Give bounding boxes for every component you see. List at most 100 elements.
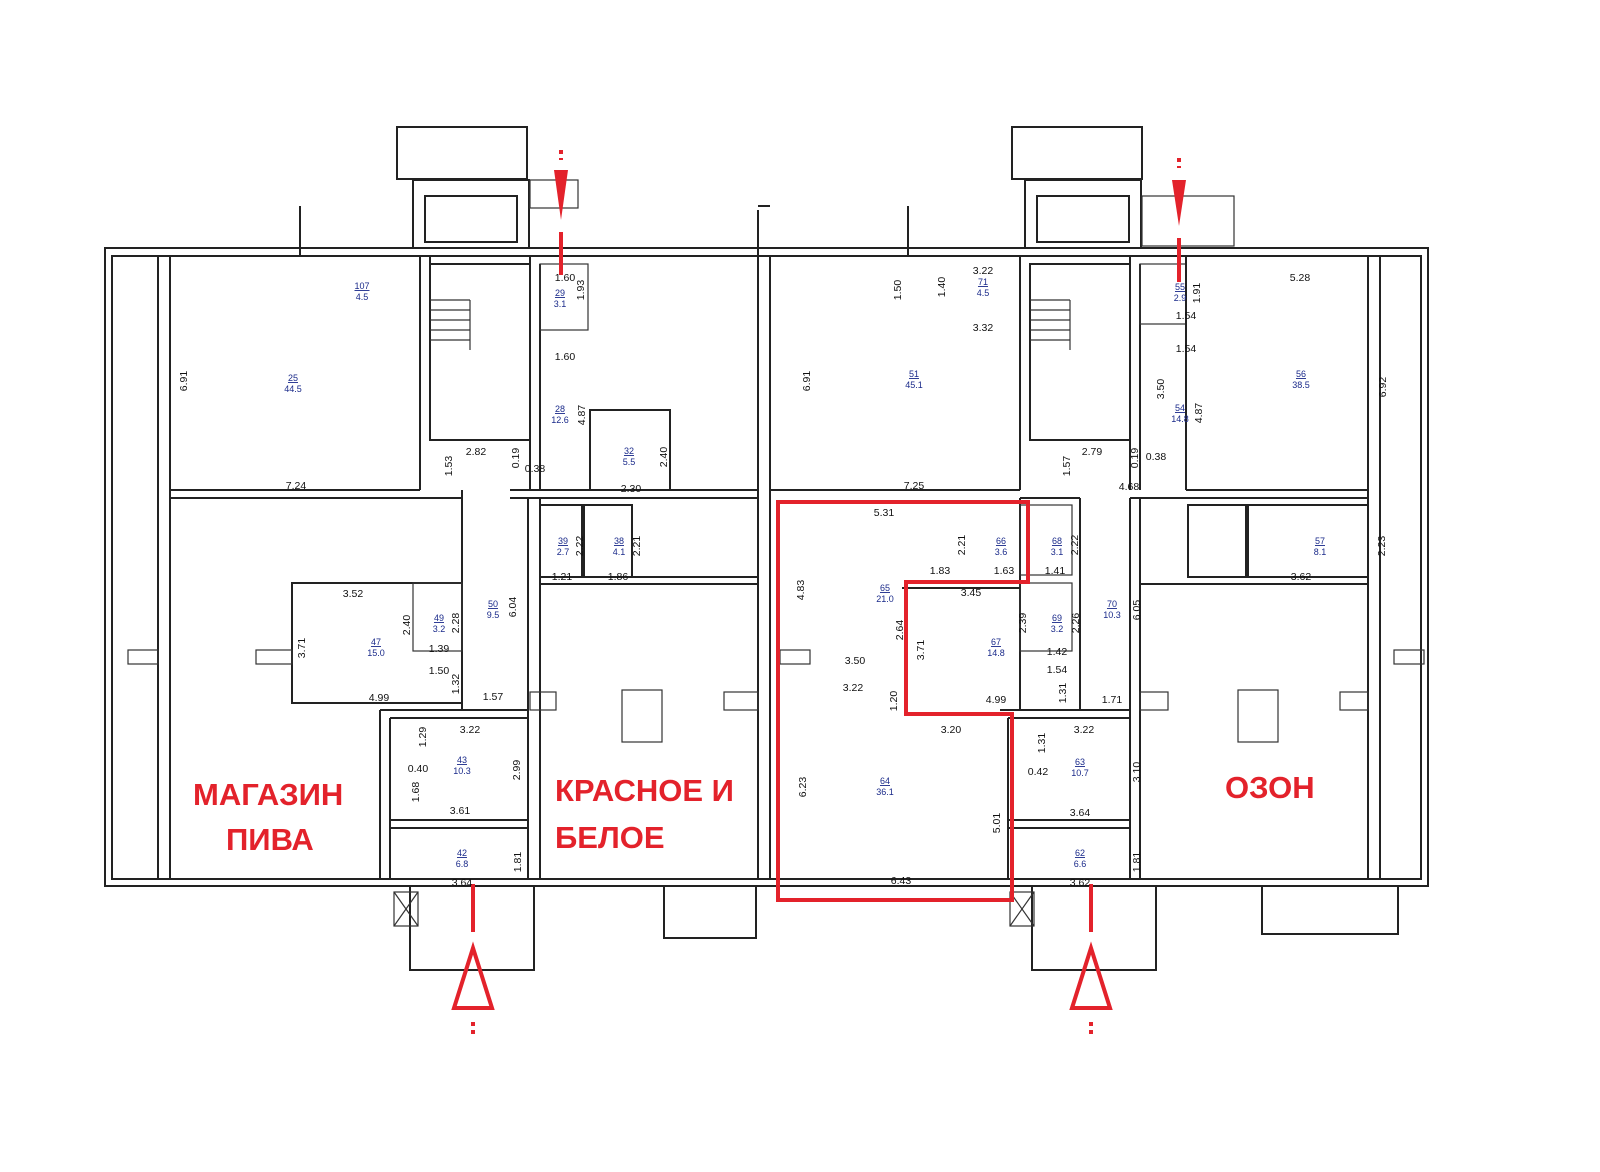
dimension-label: 2.39 (1017, 613, 1029, 634)
room-number: 65 (880, 583, 890, 593)
entrance-arrow-left-top (554, 150, 568, 275)
dimension-label: 4.99 (986, 694, 1007, 706)
dimension-label: 2.30 (621, 483, 642, 495)
dimension-label: 3.62 (1070, 877, 1091, 889)
room-number: 42 (457, 848, 467, 858)
room-area: 4.5 (977, 288, 990, 298)
dimension-label: 1.53 (443, 456, 455, 477)
room-area: 14.8 (987, 648, 1005, 658)
room-area: 5.5 (623, 457, 636, 467)
room-number: 64 (880, 776, 890, 786)
dimension-label: 1.21 (552, 571, 573, 583)
dimension-label: 3.71 (296, 638, 308, 659)
dimension-label: 2.22 (574, 536, 586, 557)
dimension-label: 1.60 (555, 351, 576, 363)
dimension-label: 2.79 (1082, 446, 1103, 458)
dimension-label: 1.83 (930, 565, 951, 577)
dimension-label: 1.54 (1176, 343, 1197, 355)
dimension-label: 4.68 (1119, 481, 1140, 493)
room-area: 38.5 (1292, 380, 1310, 390)
dimension-label: 6.23 (797, 777, 809, 798)
dimension-label: 1.42 (1047, 646, 1068, 658)
room-area: 9.5 (487, 610, 500, 620)
room-number: 49 (434, 613, 444, 623)
dimension-label: 1.57 (483, 691, 504, 703)
dimension-label: 1.39 (429, 643, 450, 655)
room-area: 44.5 (284, 384, 302, 394)
dimension-label: 5.28 (1290, 272, 1311, 284)
dimension-label: 6.43 (891, 875, 912, 887)
dimension-label: 0.19 (1129, 448, 1141, 469)
dimension-label: 3.64 (452, 877, 473, 889)
dimension-label: 6.04 (507, 597, 519, 618)
room-area: 36.1 (876, 787, 894, 797)
dimension-label: 4.83 (795, 580, 807, 601)
dimension-label: 1.81 (1131, 852, 1143, 873)
dimension-label: 1.40 (936, 277, 948, 298)
room-number: 43 (457, 755, 467, 765)
room-area: 14.8 (1171, 414, 1189, 424)
room-number: 47 (371, 637, 381, 647)
dimension-label: 2.21 (631, 536, 643, 557)
bottom-porches (393, 885, 1399, 971)
dimension-label: 2.28 (450, 613, 462, 634)
room-area: 15.0 (367, 648, 385, 658)
room-area: 4.1 (613, 547, 626, 557)
dimension-label: 1.31 (1036, 733, 1048, 754)
dimension-label: 3.62 (1291, 571, 1312, 583)
dimension-label: 6.92 (1377, 377, 1389, 398)
room-area: 4.5 (356, 292, 369, 302)
dimension-label: 7.25 (904, 480, 925, 492)
tenant-label-krasnoe-beloe-line2: БЕЛОЕ (555, 820, 665, 855)
room-area: 6.6 (1074, 859, 1087, 869)
dimension-label: 3.64 (1070, 807, 1091, 819)
room-area: 2.7 (557, 547, 570, 557)
dimension-label: 1.71 (1102, 694, 1123, 706)
dimension-label: 3.20 (941, 724, 962, 736)
dimension-label: 1.81 (512, 852, 524, 873)
room-number: 69 (1052, 613, 1062, 623)
dimension-label: 3.45 (961, 587, 982, 599)
dimension-label: 0.19 (510, 448, 522, 469)
dimension-label: 2.26 (1070, 613, 1082, 634)
room-area: 6.8 (456, 859, 469, 869)
dimension-label: 0.38 (525, 463, 546, 475)
dimension-label: 6.05 (1131, 600, 1143, 621)
dimension-label: 1.32 (450, 674, 462, 695)
room-area: 45.1 (905, 380, 923, 390)
room-number: 63 (1075, 757, 1085, 767)
room-area: 12.6 (551, 415, 569, 425)
room-number: 32 (624, 446, 634, 456)
room-number: 55 (1175, 282, 1185, 292)
room-number: 57 (1315, 536, 1325, 546)
entrance-arrow-right-top (1172, 158, 1186, 282)
room-area: 21.0 (876, 594, 894, 604)
dimension-label: 3.61 (450, 805, 471, 817)
dimension-label: 3.22 (460, 724, 481, 736)
room-number: 39 (558, 536, 568, 546)
dimension-label: 1.54 (1176, 310, 1197, 322)
room-number: 50 (488, 599, 498, 609)
dimension-label: 3.52 (343, 588, 364, 600)
dimension-label: 3.10 (1131, 762, 1143, 783)
dimension-label: 3.50 (845, 655, 866, 667)
dimension-label: 1.50 (429, 665, 450, 677)
left-building-interior (127, 256, 759, 879)
room-number: 29 (555, 288, 565, 298)
room-area: 3.2 (1051, 624, 1064, 634)
dimension-label: 1.41 (1045, 565, 1066, 577)
room-labels: 107 4.5 25 44.5 29 3.1 28 12.6 32 5.5 39… (284, 277, 1326, 869)
dimension-label: 1.68 (410, 782, 422, 803)
room-number: 54 (1175, 403, 1185, 413)
dimension-label: 1.29 (417, 727, 429, 748)
tenant-label-beer-shop-line2: ПИВА (226, 822, 314, 857)
dimension-label: 4.99 (369, 692, 390, 704)
dimension-label: 5.01 (991, 813, 1003, 834)
dimension-label: 1.93 (575, 280, 587, 301)
room-area: 3.1 (554, 299, 567, 309)
room-number: 71 (978, 277, 988, 287)
dimension-labels: 6.91 7.24 1.53 2.82 0.19 0.38 1.60 1.93 … (178, 265, 1389, 889)
dimension-label: 2.82 (466, 446, 487, 458)
dimension-label: 1.54 (1047, 664, 1068, 676)
dimension-label: 3.50 (1155, 379, 1167, 400)
